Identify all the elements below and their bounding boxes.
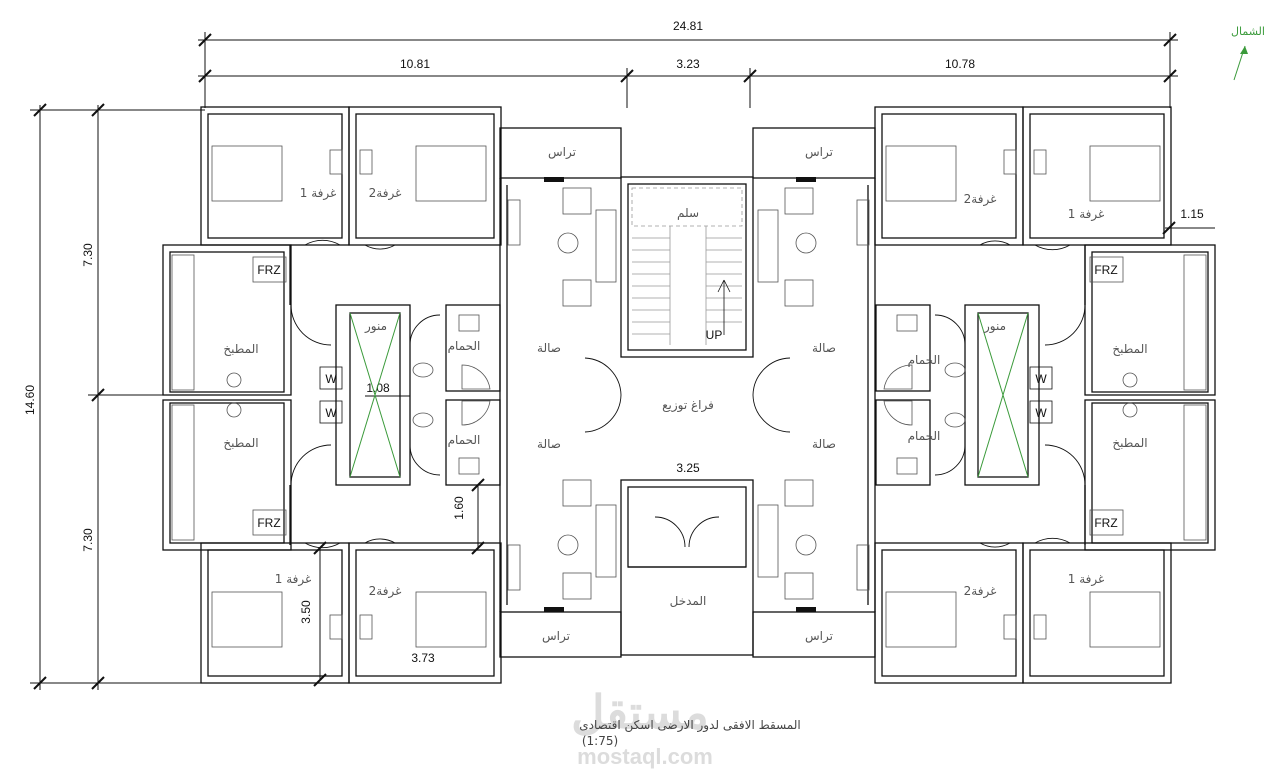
- label-kitchen-upper-right: المطبخ: [1112, 342, 1147, 356]
- label-terrace-top-right: تراس: [805, 145, 833, 160]
- caption-scale: (1:75): [582, 734, 618, 748]
- dimension-lines: [30, 32, 1215, 690]
- wall-fills: [544, 177, 816, 612]
- walls: [162, 106, 1216, 684]
- label-terrace-bottom-right: تراس: [805, 629, 833, 644]
- label-room2-bottom-left: غرفة2: [369, 584, 402, 599]
- label-washer-1: W: [325, 372, 337, 386]
- label-room2-top-left: غرفة2: [369, 186, 402, 201]
- label-entrance: المدخل: [670, 594, 707, 608]
- label-kitchen-lower-right: المطبخ: [1112, 436, 1147, 450]
- label-washer-4: W: [1035, 406, 1047, 420]
- label-kitchen-upper-left: المطبخ: [223, 342, 258, 356]
- label-washer-2: W: [325, 406, 337, 420]
- dim-room-depth: 3.50: [299, 600, 313, 624]
- dim-overall-height: 14.60: [23, 385, 37, 415]
- label-terrace-bottom-left: تراس: [542, 629, 570, 644]
- dim-middle-block: 3.23: [676, 57, 700, 71]
- dim-overall-width: 24.81: [673, 19, 703, 33]
- label-frz-lower-left: FRZ: [257, 516, 280, 530]
- light-well-marks: [349, 312, 1029, 478]
- label-light-well-left: منور: [364, 319, 387, 334]
- dim-room-width: 3.73: [411, 651, 435, 665]
- north-arrow: الشمال: [1231, 25, 1265, 81]
- dim-left-block: 10.81: [400, 57, 430, 71]
- label-stairs: سلم: [677, 206, 699, 220]
- furniture: [171, 145, 1207, 648]
- label-bath-upper-left: الحمام: [448, 339, 481, 353]
- stairs: [631, 187, 743, 345]
- north-label: الشمال: [1231, 25, 1265, 38]
- caption-title: المسقط الافقى لدور الارضى اسكن اقتصادى: [579, 718, 801, 733]
- label-frz-upper-left: FRZ: [257, 263, 280, 277]
- label-bath-lower-right: الحمام: [908, 429, 941, 443]
- room-labels: تراس تراس تراس تراس غرفة 1 غرفة2 غرفة2 غ…: [223, 145, 1147, 644]
- label-room2-top-right: غرفة2: [964, 192, 997, 207]
- label-light-well-right: منور: [983, 319, 1006, 334]
- dim-side-offset: 1.15: [1180, 207, 1204, 221]
- label-frz-upper-right: FRZ: [1094, 263, 1117, 277]
- caption: المسقط الافقى لدور الارضى اسكن اقتصادى (…: [579, 718, 801, 748]
- label-room1-top-right: غرفة 1: [1068, 207, 1105, 222]
- watermark: مستقل mostaql.com: [571, 686, 713, 769]
- label-room1-top-left: غرفة 1: [300, 186, 337, 201]
- label-room2-bottom-right: غرفة2: [964, 584, 997, 599]
- label-washer-3: W: [1035, 372, 1047, 386]
- dim-corridor: 3.25: [676, 461, 700, 475]
- label-hall-upper-left: صالة: [537, 341, 561, 355]
- label-up: UP: [706, 328, 723, 342]
- label-bath-lower-left: الحمام: [448, 433, 481, 447]
- dim-right-block: 10.78: [945, 57, 975, 71]
- label-hall-lower-right: صالة: [812, 437, 836, 451]
- dim-upper-half: 7.30: [81, 243, 95, 267]
- dim-bath-depth: 1.60: [452, 496, 466, 520]
- label-bath-upper-right: الحمام: [908, 353, 941, 367]
- label-terrace-top-left: تراس: [548, 145, 576, 160]
- watermark-brand: مستقل: [571, 686, 709, 738]
- dim-lower-half: 7.30: [81, 528, 95, 552]
- label-hall-lower-left: صالة: [537, 437, 561, 451]
- watermark-url: mostaql.com: [577, 744, 713, 769]
- label-frz-lower-right: FRZ: [1094, 516, 1117, 530]
- label-kitchen-lower-left: المطبخ: [223, 436, 258, 450]
- door-swings: [290, 239, 1086, 549]
- dimension-texts: 24.81 10.81 3.23 10.78 14.60 7.30 7.30 1…: [23, 19, 1204, 665]
- label-room1-bottom-left: غرفة 1: [275, 572, 312, 587]
- label-distribution: فراغ توزيع: [662, 398, 714, 413]
- label-room1-bottom-right: غرفة 1: [1068, 572, 1105, 587]
- label-hall-upper-right: صالة: [812, 341, 836, 355]
